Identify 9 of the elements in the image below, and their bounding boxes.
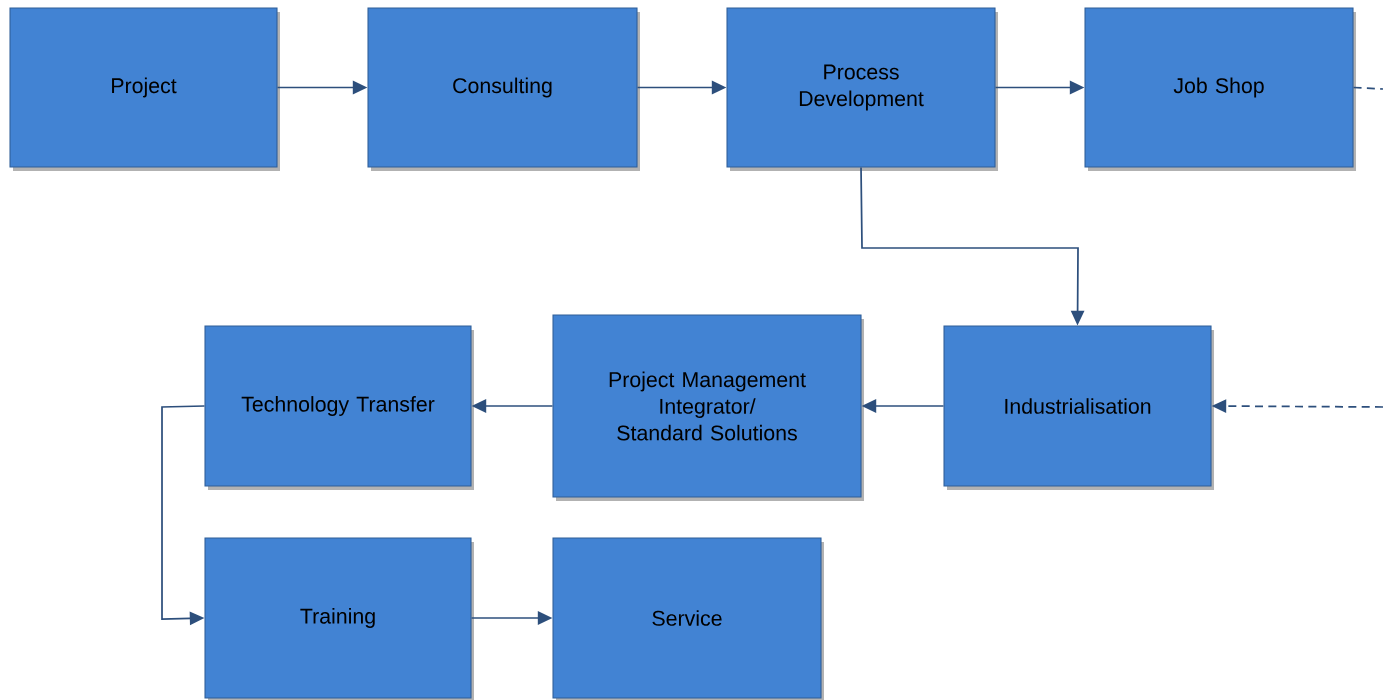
process-box: Service [552, 537, 824, 700]
process-box: Training [204, 537, 474, 700]
process-box: Industrialisation [943, 325, 1214, 490]
process-box: Job Shop [1084, 7, 1356, 171]
process-box: Process Development [726, 7, 998, 171]
process-box: Technology Transfer [204, 325, 474, 490]
process-box: Project [9, 7, 280, 171]
process-box: Consulting [367, 7, 640, 171]
process-box: Project Management Integrator/ Standard Solutions [552, 314, 864, 501]
